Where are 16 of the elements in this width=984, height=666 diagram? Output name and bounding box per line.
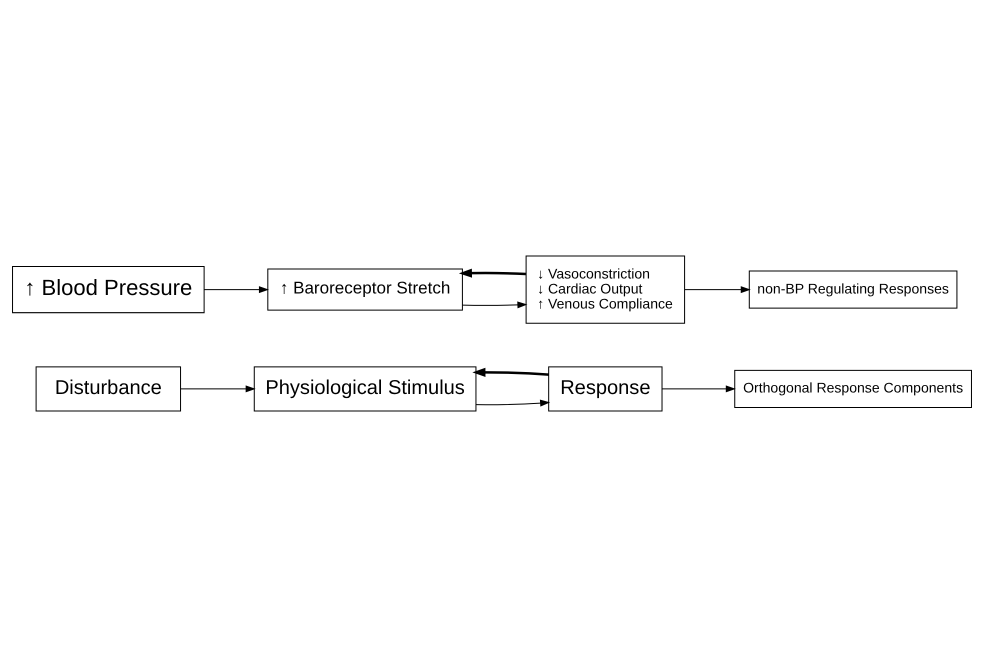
node-box: ↑ Blood Pressure [12, 266, 205, 313]
arrow [472, 367, 549, 376]
node-box: non-BP Regulating Responses [748, 270, 958, 308]
node-box: Response [548, 366, 663, 411]
arrow [204, 286, 269, 293]
node-box: ↓ Vasoconstriction ↓ Cardiac Output ↑ Venous Compliance [526, 255, 686, 324]
node-box: ↑ Baroreceptor Stretch [267, 268, 463, 310]
arrow [662, 384, 736, 392]
arrow [458, 268, 526, 278]
arrow [476, 399, 550, 406]
node-box: Disturbance [36, 366, 182, 411]
arrow [180, 384, 256, 392]
node-box: Orthogonal Response Components [734, 369, 972, 408]
node-box: Physiological Stimulus [254, 366, 476, 411]
arrow [684, 286, 751, 293]
arrow [462, 300, 528, 308]
